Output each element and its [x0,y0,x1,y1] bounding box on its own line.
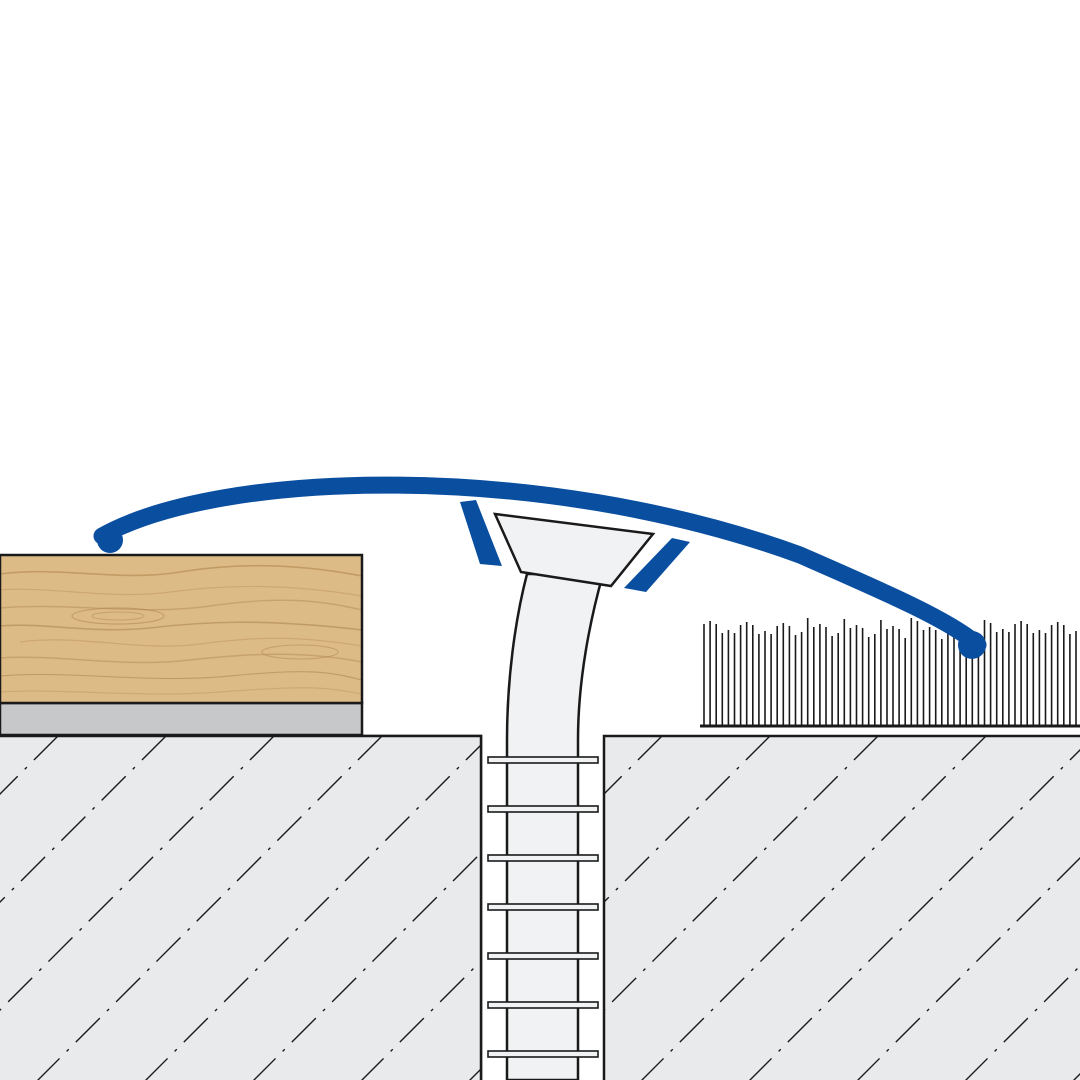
dowel [487,572,605,1080]
dowel-rib [487,952,599,960]
dowel-rib [487,756,599,764]
profile-right-tip [958,631,986,659]
dowel-rib [487,1050,599,1058]
hatch-line [749,749,1080,1080]
profile-left-tip [97,527,123,553]
subfloor-left-hatching [0,736,481,1080]
subfloor-right [602,734,1080,1080]
dowel-rib [487,903,599,911]
hatch-line [0,736,275,1011]
wood-floor-board [0,553,364,705]
subfloor-left [0,734,483,1080]
hatch-line [965,965,1080,1080]
hatch-line [361,960,481,1080]
underlay-layer [0,701,364,737]
hatch-line [604,736,879,1011]
subfloor-right-hatching [604,736,1080,1080]
hatch-line [253,852,481,1080]
carpet-fibers [703,618,1077,726]
transition-profile [93,476,987,659]
carpet-pile [700,618,1080,728]
dowel-rib [487,1001,599,1009]
dowel-ribs [487,756,599,1058]
profile-right-leg [624,538,690,592]
hatch-line [641,736,987,1080]
hatch-line [145,744,481,1080]
hatch-line [0,736,167,903]
dowel-rib [487,854,599,862]
hatch-line [604,736,771,903]
profile-left-leg [460,500,502,566]
hatch-line [37,736,383,1080]
hatch-line [857,857,1080,1080]
profile-arc [93,476,987,654]
screw [492,512,656,588]
dowel-rib [487,805,599,813]
